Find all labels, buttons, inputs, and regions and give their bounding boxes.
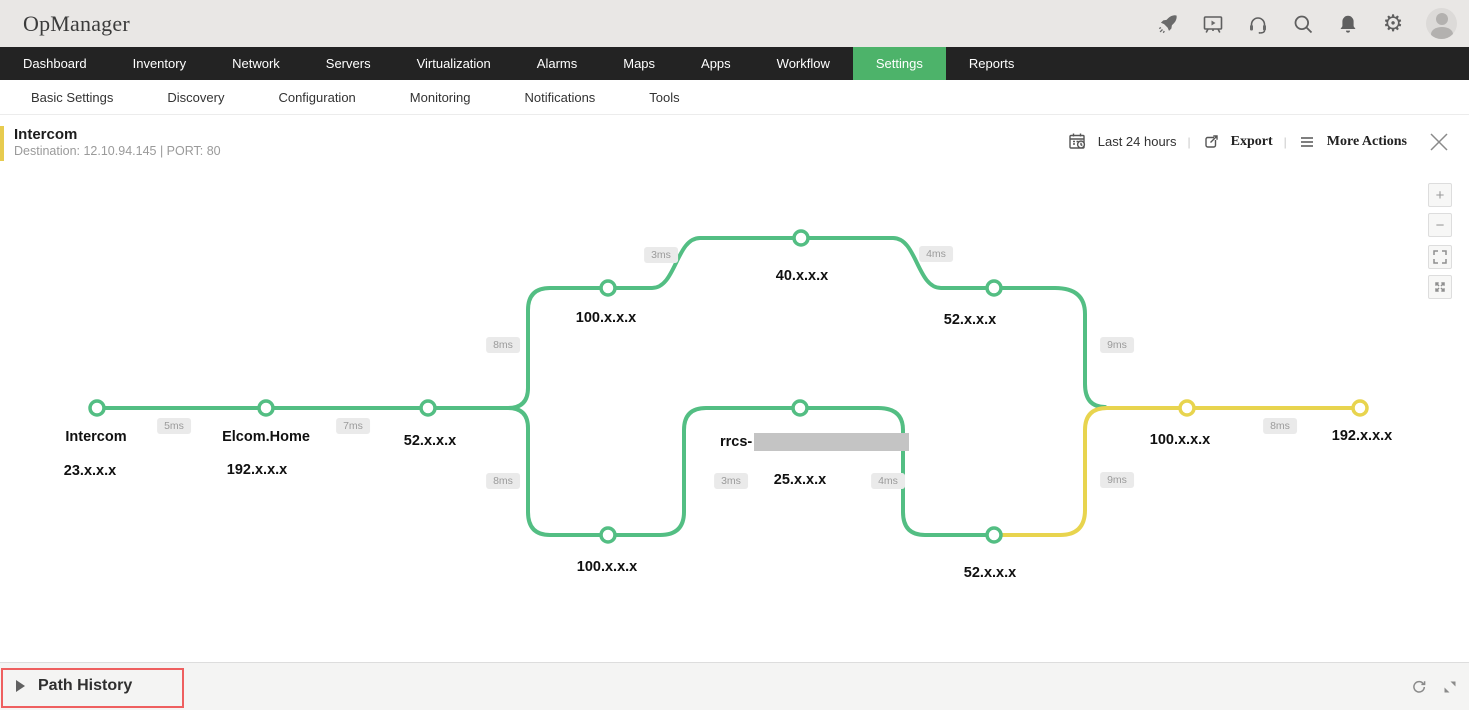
path-history-panel: Path History — [0, 662, 1469, 710]
main-nav: Dashboard Inventory Network Servers Virt… — [0, 47, 1469, 80]
latency-badge: 3ms — [644, 247, 678, 263]
path-segment-final — [992, 406, 1362, 537]
node-label: 52.x.x.x — [943, 312, 997, 328]
path-node[interactable] — [599, 526, 617, 544]
sub-nav: Basic Settings Discovery Configuration M… — [0, 80, 1469, 115]
path-node[interactable] — [792, 229, 810, 247]
more-actions-button[interactable]: More Actions — [1326, 133, 1407, 149]
subnav-item-notifications[interactable]: Notifications — [524, 89, 596, 105]
nav-item-settings[interactable]: Settings — [852, 47, 946, 80]
latency-badge: 5ms — [157, 418, 191, 434]
node-label: 100.x.x.x — [576, 559, 638, 575]
subnav-item-discovery[interactable]: Discovery — [167, 89, 225, 105]
top-bar: OpManager — [0, 0, 1469, 47]
nav-item-servers[interactable]: Servers — [325, 56, 371, 71]
nav-item-virtualization[interactable]: Virtualization — [416, 56, 491, 71]
node-label: 52.x.x.x — [963, 565, 1017, 581]
path-node[interactable] — [257, 399, 275, 417]
subnav-item-basic-settings[interactable]: Basic Settings — [31, 89, 114, 105]
path-history-toggle[interactable]: Path History — [16, 663, 132, 709]
latency-badge: 8ms — [1263, 418, 1297, 434]
latency-badge: 4ms — [871, 473, 905, 489]
expand-caret-icon — [16, 680, 25, 692]
nav-item-network[interactable]: Network — [232, 56, 280, 71]
subnav-item-tools[interactable]: Tools — [649, 89, 680, 105]
resize-diagonal-icon[interactable] — [1442, 679, 1456, 695]
support-headset-icon[interactable] — [1246, 12, 1270, 36]
rocket-icon[interactable] — [1156, 12, 1180, 36]
page-title: Intercom — [14, 126, 78, 143]
avatar-torso — [1430, 27, 1453, 39]
fit-to-screen-icon[interactable] — [1428, 245, 1452, 269]
latency-badge: 9ms — [1100, 472, 1134, 488]
path-node[interactable] — [791, 399, 809, 417]
nav-item-dashboard[interactable]: Dashboard — [23, 56, 87, 71]
nav-item-apps[interactable]: Apps — [701, 56, 731, 71]
node-label: 23.x.x.x — [63, 463, 117, 479]
settings-gear-icon[interactable]: ⚙ — [1382, 10, 1404, 36]
export-icon — [1202, 133, 1220, 151]
latency-badge: 8ms — [486, 337, 520, 353]
latency-badge: 7ms — [336, 418, 370, 434]
nav-item-alarms[interactable]: Alarms — [536, 56, 578, 71]
path-node[interactable] — [985, 526, 1003, 544]
topbar-icons: ⚙ — [1156, 8, 1469, 39]
subnav-item-monitoring[interactable]: Monitoring — [409, 89, 471, 105]
node-label: rrcs- — [720, 433, 910, 451]
avatar-head — [1435, 13, 1448, 25]
zoom-out-button[interactable]: − — [1428, 213, 1452, 237]
nav-item-inventory[interactable]: Inventory — [132, 56, 187, 71]
nav-item-maps[interactable]: Maps — [623, 56, 656, 71]
expand-fullscreen-icon[interactable] — [1428, 275, 1452, 299]
zoom-in-button[interactable]: + — [1428, 183, 1452, 207]
toolbar-separator: | — [1187, 134, 1191, 149]
node-label: 40.x.x.x — [775, 268, 829, 284]
path-segment-bottom-branch — [506, 406, 996, 537]
more-actions-icon — [1298, 133, 1316, 151]
path-node[interactable] — [599, 279, 617, 297]
node-label: 25.x.x.x — [773, 472, 827, 488]
app-logo: OpManager — [23, 10, 130, 36]
notification-bell-icon[interactable] — [1336, 12, 1360, 36]
path-node[interactable] — [88, 399, 106, 417]
nav-item-reports[interactable]: Reports — [968, 56, 1015, 71]
path-node[interactable] — [419, 399, 437, 417]
latency-badge: 9ms — [1100, 337, 1134, 353]
nav-item-workflow[interactable]: Workflow — [776, 56, 830, 71]
user-avatar[interactable] — [1426, 8, 1457, 39]
refresh-icon[interactable] — [1411, 679, 1427, 695]
node-label: Intercom — [65, 429, 127, 445]
path-node[interactable] — [985, 279, 1003, 297]
time-range-selector[interactable]: Last 24 hours — [1097, 134, 1177, 149]
view-toolbar: Last 24 hours | Export | More Actions — [1068, 132, 1407, 151]
node-label: Elcom.Home — [222, 429, 310, 445]
view-header: Intercom Destination: 12.10.94.145 | POR… — [0, 115, 1469, 165]
close-icon[interactable] — [1426, 129, 1452, 155]
node-label: 100.x.x.x — [575, 310, 637, 326]
node-label: 100.x.x.x — [1149, 432, 1211, 448]
path-history-label: Path History — [38, 677, 133, 694]
destination-subtitle: Destination: 12.10.94.145 | PORT: 80 — [14, 144, 221, 158]
redacted-hostname — [754, 433, 910, 451]
export-button[interactable]: Export — [1230, 133, 1273, 149]
node-label: 52.x.x.x — [403, 433, 457, 449]
training-presentation-icon[interactable] — [1201, 12, 1225, 36]
node-label: 192.x.x.x — [226, 462, 288, 478]
toolbar-separator: | — [1283, 134, 1287, 149]
latency-badge: 8ms — [486, 473, 520, 489]
calendar-icon — [1068, 132, 1087, 151]
title-accent-bar — [0, 126, 4, 161]
path-node[interactable] — [1351, 399, 1369, 417]
node-label: 192.x.x.x — [1331, 428, 1393, 444]
subnav-item-configuration[interactable]: Configuration — [278, 89, 356, 105]
latency-badge: 4ms — [919, 246, 953, 262]
search-icon[interactable] — [1291, 12, 1315, 36]
latency-badge: 3ms — [714, 473, 748, 489]
path-node[interactable] — [1178, 399, 1196, 417]
